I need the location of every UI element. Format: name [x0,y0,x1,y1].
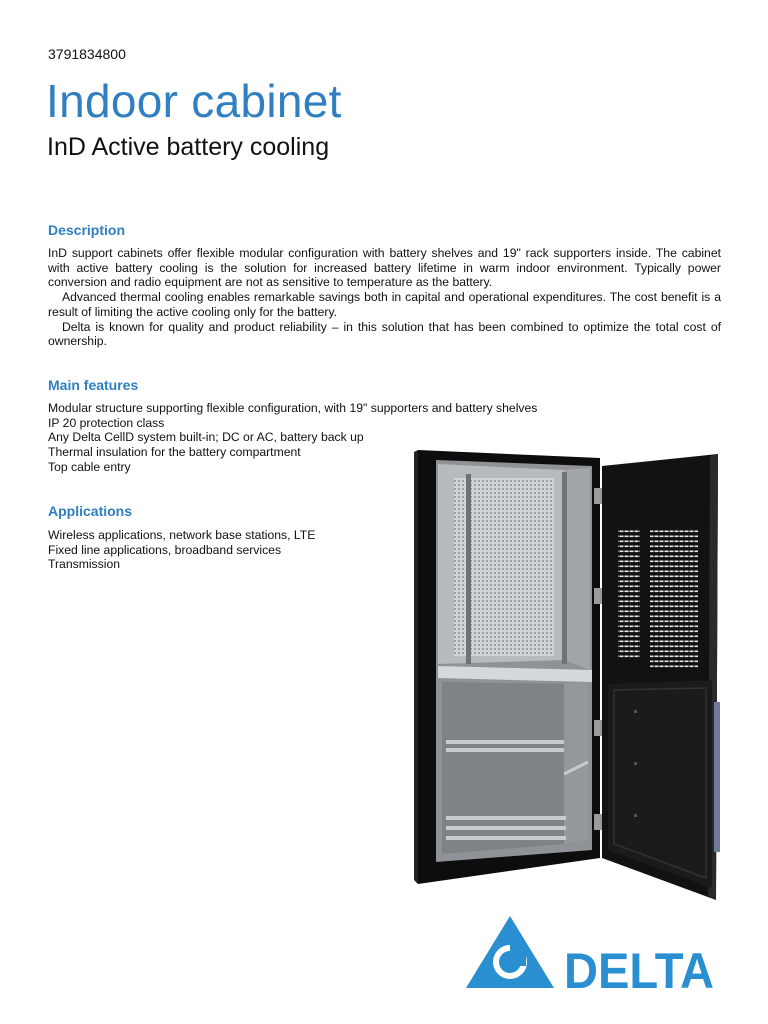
description-paragraph: Delta is known for quality and product r… [48,319,721,349]
page-subtitle: InD Active battery cooling [47,133,330,161]
list-item: Transmission [48,557,121,572]
list-item: Modular structure supporting flexible co… [48,401,538,415]
list-item: Wireless applications, network base stat… [48,528,316,542]
features-heading: Main features [48,377,139,393]
list-item: Fixed line applications, broadband servi… [48,542,282,557]
cabinet-illustration [414,450,720,900]
list-item: Top cable entry [48,459,131,474]
list-item: Thermal insulation for the battery compa… [48,445,301,460]
description-body: InD support cabinets offer flexible modu… [48,246,721,349]
list-item: IP 20 protection class [48,415,165,430]
logo-wordmark: DELTA [564,943,714,992]
delta-logo: DELTA [466,916,714,992]
description-paragraph: InD support cabinets offer flexible modu… [48,246,721,290]
features-list: Modular structure supporting flexible co… [48,401,537,475]
description-paragraph: Advanced thermal cooling enables remarka… [48,290,721,319]
list-item: Any Delta CellD system built-in; DC or A… [48,430,364,445]
applications-heading: Applications [48,503,133,519]
document-number: 3791834800 [48,46,126,62]
page-title: Indoor cabinet [46,75,342,127]
applications-list: Wireless applications, network base stat… [48,528,315,572]
description-heading: Description [48,222,126,238]
